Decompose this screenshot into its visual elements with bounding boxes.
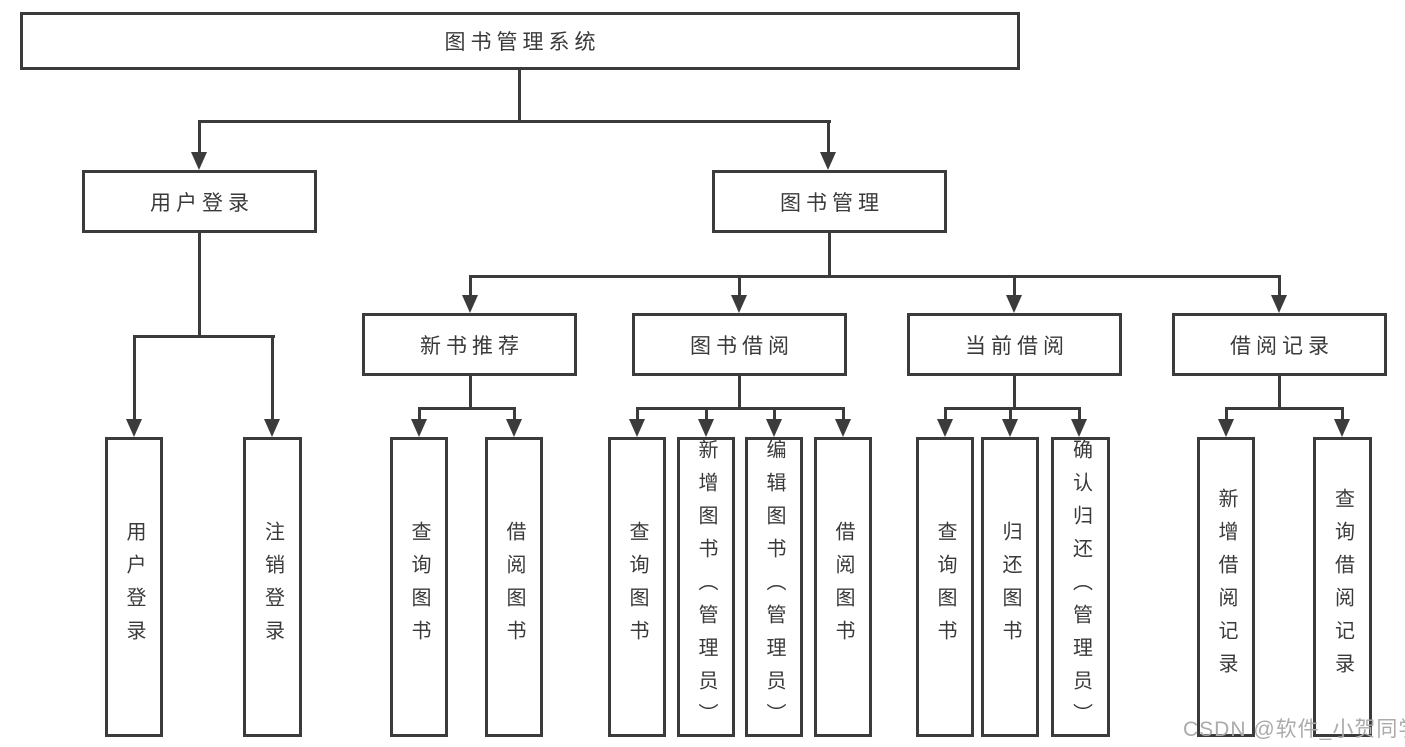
connector-recommend-drop-2: [513, 407, 516, 421]
connector-records-bus: [1225, 407, 1344, 410]
connector-recommend-drop-1: [418, 407, 421, 421]
connector-user-login-drop-1: [133, 335, 136, 421]
connector-recommend-stem: [469, 376, 472, 407]
arrow-down-bor-query: [629, 419, 645, 437]
node-leaf-cur-return: 归还图书: [981, 437, 1039, 737]
arrow-down-current: [1006, 295, 1022, 313]
connector-borrow-bus: [636, 407, 845, 410]
connector-current-bus: [944, 407, 1081, 410]
node-root: 图书管理系统: [20, 12, 1020, 70]
leaf-label-recd-query: 查询借阅记录: [1331, 488, 1354, 686]
connector-records-stem: [1278, 376, 1281, 407]
node-leaf-user-login: 用户登录: [105, 437, 163, 737]
connector-root-stem: [518, 70, 521, 120]
node-book-mgmt: 图书管理: [712, 170, 947, 233]
connector-root-drop-left: [198, 120, 201, 154]
leaf-label-recd-add: 新增借阅记录: [1215, 488, 1237, 686]
node-leaf-bor-add: 新增图书（管理员）: [677, 437, 735, 737]
connector-borrow-drop-1: [636, 407, 639, 421]
arrow-down-cur-return: [1002, 419, 1018, 437]
arrow-down-records: [1271, 295, 1287, 313]
arrow-down-bor-add: [698, 419, 714, 437]
node-leaf-cur-query: 查询图书: [916, 437, 974, 737]
node-user-login: 用户登录: [82, 170, 317, 233]
connector-book-mgmt-drop-2: [738, 275, 741, 297]
connector-borrow-drop-2: [705, 407, 708, 421]
connector-records-drop-2: [1341, 407, 1344, 421]
arrow-down-bor-borrow: [835, 419, 851, 437]
connector-book-mgmt-drop-4: [1278, 275, 1281, 297]
arrow-down-rec-query: [411, 419, 427, 437]
connector-book-mgmt-drop-3: [1013, 275, 1016, 297]
leaf-label-user-login: 用户登录: [123, 521, 145, 653]
node-leaf-rec-borrow: 借阅图书: [485, 437, 543, 737]
node-current: 当前借阅: [907, 313, 1122, 376]
connector-borrow-drop-3: [773, 407, 776, 421]
arrow-down-cur-query: [937, 419, 953, 437]
node-recommend: 新书推荐: [362, 313, 577, 376]
leaf-label-logout: 注销登录: [261, 521, 284, 653]
connector-current-drop-1: [944, 407, 947, 421]
connector-user-login-stem: [198, 233, 201, 335]
node-leaf-recd-add: 新增借阅记录: [1197, 437, 1255, 737]
connector-current-stem: [1013, 376, 1016, 407]
arrow-down-leaf-login: [126, 419, 142, 437]
leaf-label-bor-edit: 编辑图书（管理员）: [763, 438, 785, 736]
node-leaf-bor-query: 查询图书: [608, 437, 666, 737]
arrow-down-recommend: [462, 295, 478, 313]
node-leaf-logout: 注销登录: [243, 437, 302, 737]
connector-book-mgmt-bus: [469, 275, 1281, 278]
node-borrow: 图书借阅: [632, 313, 847, 376]
arrow-down-recd-add: [1218, 419, 1234, 437]
arrow-down-recd-query: [1334, 419, 1350, 437]
arrow-down-leaf-logout: [264, 419, 280, 437]
connector-current-drop-3: [1078, 407, 1081, 421]
leaf-label-cur-query: 查询图书: [934, 521, 956, 653]
connector-root-bus: [198, 120, 831, 123]
leaf-label-bor-query: 查询图书: [626, 521, 648, 653]
connector-records-drop-1: [1225, 407, 1228, 421]
connector-user-login-drop-2: [271, 335, 274, 421]
connector-root-drop-right: [827, 120, 830, 154]
arrow-down-user-login: [191, 152, 207, 170]
connector-book-mgmt-stem: [828, 233, 831, 275]
node-leaf-bor-borrow: 借阅图书: [814, 437, 872, 737]
leaf-label-bor-borrow: 借阅图书: [832, 521, 854, 653]
node-leaf-bor-edit: 编辑图书（管理员）: [745, 437, 803, 737]
connector-borrow-stem: [738, 376, 741, 407]
arrow-down-cur-confirm: [1071, 419, 1087, 437]
arrow-down-borrow: [731, 295, 747, 313]
connector-recommend-bus: [418, 407, 515, 410]
watermark-text: CSDN @软件_小贺同学: [1183, 718, 1405, 741]
arrow-down-book-mgmt: [820, 152, 836, 170]
leaf-label-rec-query: 查询图书: [408, 521, 430, 653]
connector-borrow-drop-4: [842, 407, 845, 421]
node-records: 借阅记录: [1172, 313, 1387, 376]
node-leaf-rec-query: 查询图书: [390, 437, 448, 737]
connector-user-login-bus: [133, 335, 275, 338]
connector-book-mgmt-drop-1: [469, 275, 472, 297]
arrow-down-rec-borrow: [506, 419, 522, 437]
connector-current-drop-2: [1009, 407, 1012, 421]
leaf-label-cur-return: 归还图书: [999, 521, 1021, 653]
arrow-down-bor-edit: [766, 419, 782, 437]
node-leaf-recd-query: 查询借阅记录: [1313, 437, 1372, 737]
leaf-label-bor-add: 新增图书（管理员）: [695, 438, 717, 736]
node-leaf-cur-confirm: 确认归还（管理员）: [1051, 437, 1110, 737]
leaf-label-rec-borrow: 借阅图书: [503, 521, 525, 653]
leaf-label-cur-confirm: 确认归还（管理员）: [1069, 438, 1092, 736]
